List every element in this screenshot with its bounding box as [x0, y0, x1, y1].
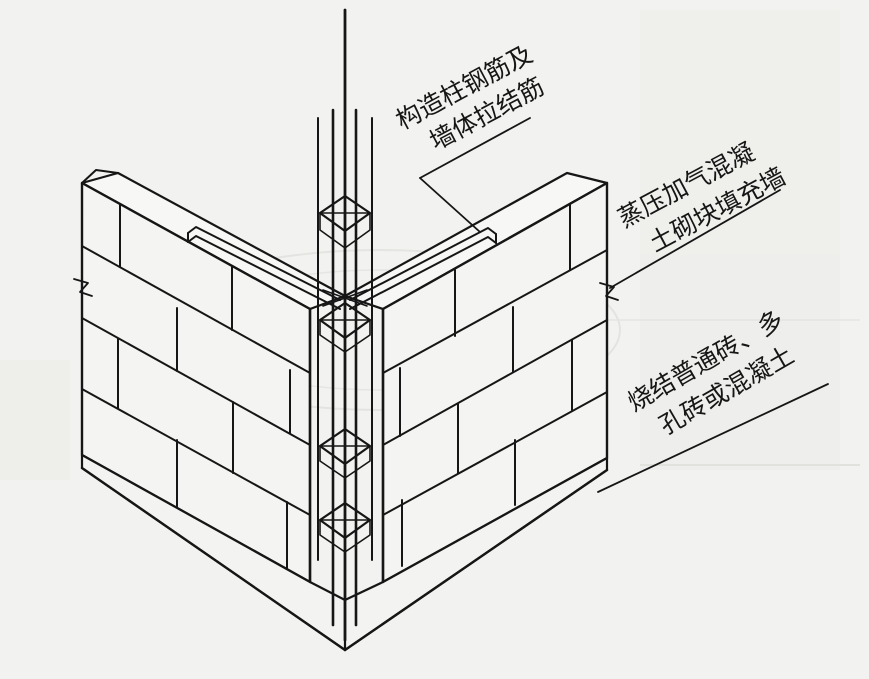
wall-tie-bars	[187, 226, 497, 310]
right-wall	[343, 171, 619, 584]
leader-aerated-block	[609, 189, 781, 289]
leader-column-rebar	[419, 117, 531, 179]
leader-lines	[419, 117, 829, 493]
label-column-rebar: 构造柱钢筋及 墙体拉结筋	[391, 39, 549, 156]
left-wall	[73, 169, 347, 584]
background-show-through	[0, 10, 860, 480]
constructional-column	[308, 8, 385, 642]
leader-fired-brick	[597, 383, 829, 493]
